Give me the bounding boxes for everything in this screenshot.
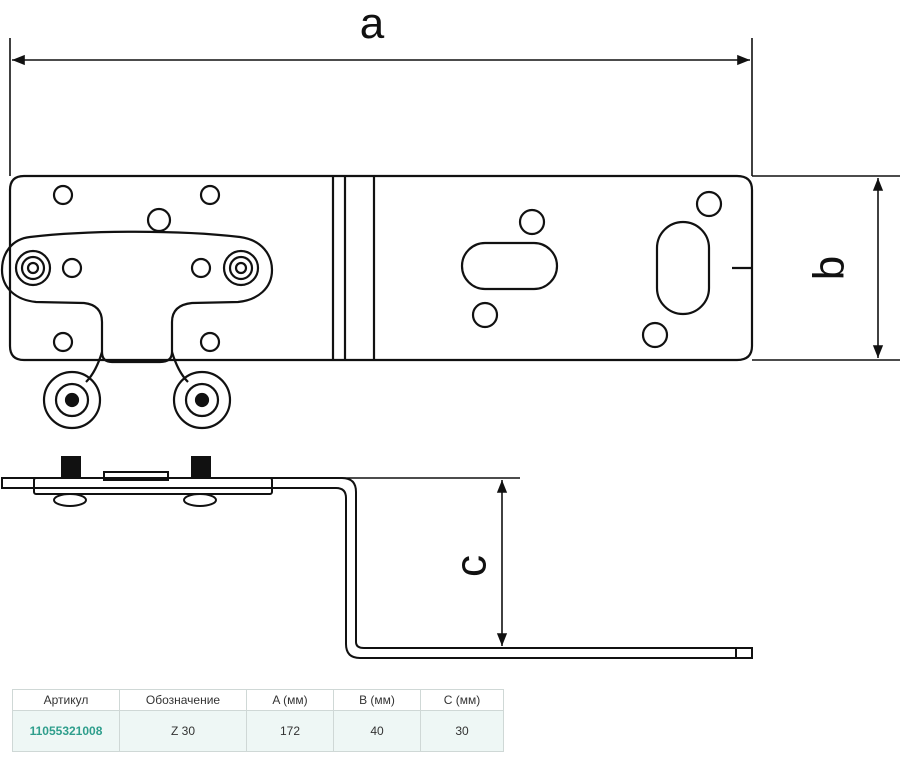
carriage-plate <box>0 230 274 364</box>
roller-arm-left <box>85 351 104 383</box>
roller-left-core <box>64 392 80 408</box>
horizontal-slot <box>460 241 559 291</box>
technical-drawing: a b c <box>0 0 900 659</box>
main-plate <box>8 174 754 362</box>
cell-a: 172 <box>246 710 334 752</box>
roller-left-inner <box>54 382 90 418</box>
header-a: A (мм) <box>246 689 334 711</box>
hole <box>199 331 221 353</box>
roller-left <box>42 370 102 430</box>
cell-c: 30 <box>420 710 504 752</box>
hole <box>518 208 546 236</box>
bolt-head <box>222 249 260 287</box>
hole <box>52 184 74 206</box>
bolt-ring <box>20 255 46 281</box>
bolt-side-left <box>61 456 81 479</box>
nut-right <box>183 493 217 507</box>
roller-arm-right <box>170 351 189 383</box>
dimension-a-label: a <box>360 0 385 48</box>
hole <box>641 321 669 349</box>
dimension-c <box>342 477 520 649</box>
hole <box>146 207 172 233</box>
header-designation: Обозначение <box>119 689 247 711</box>
spacer <box>103 471 169 481</box>
bolt-core <box>26 261 40 275</box>
table-row: 11055321008 Z 30 172 40 30 <box>12 710 504 752</box>
dimension-c-label: c <box>447 555 496 577</box>
dimension-b-label: b <box>805 256 854 280</box>
side-view <box>1 456 753 659</box>
nut-left <box>53 493 87 507</box>
header-c: C (мм) <box>420 689 504 711</box>
cell-designation: Z 30 <box>119 710 247 752</box>
bolt-side-right <box>191 456 211 479</box>
bolt-core <box>234 261 248 275</box>
bolt-head <box>14 249 52 287</box>
vertical-slot <box>655 220 711 316</box>
header-article: Артикул <box>12 689 120 711</box>
cell-article[interactable]: 11055321008 <box>12 710 120 752</box>
hole <box>52 331 74 353</box>
top-view <box>0 174 754 430</box>
carriage-base <box>33 477 273 495</box>
table-header-row: Артикул Обозначение A (мм) B (мм) C (мм) <box>12 689 504 711</box>
dimension-b <box>752 175 900 361</box>
z-profile <box>1 477 753 659</box>
roller-right-core <box>194 392 210 408</box>
hole <box>61 257 83 279</box>
hole <box>695 190 723 218</box>
cell-b: 40 <box>333 710 421 752</box>
header-b: B (мм) <box>333 689 421 711</box>
roller-right <box>172 370 232 430</box>
roller-right-inner <box>184 382 220 418</box>
dimension-a <box>9 38 753 176</box>
bolt-ring <box>228 255 254 281</box>
hole <box>471 301 499 329</box>
hole <box>199 184 221 206</box>
hole <box>190 257 212 279</box>
spec-table: Артикул Обозначение A (мм) B (мм) C (мм)… <box>12 689 504 752</box>
